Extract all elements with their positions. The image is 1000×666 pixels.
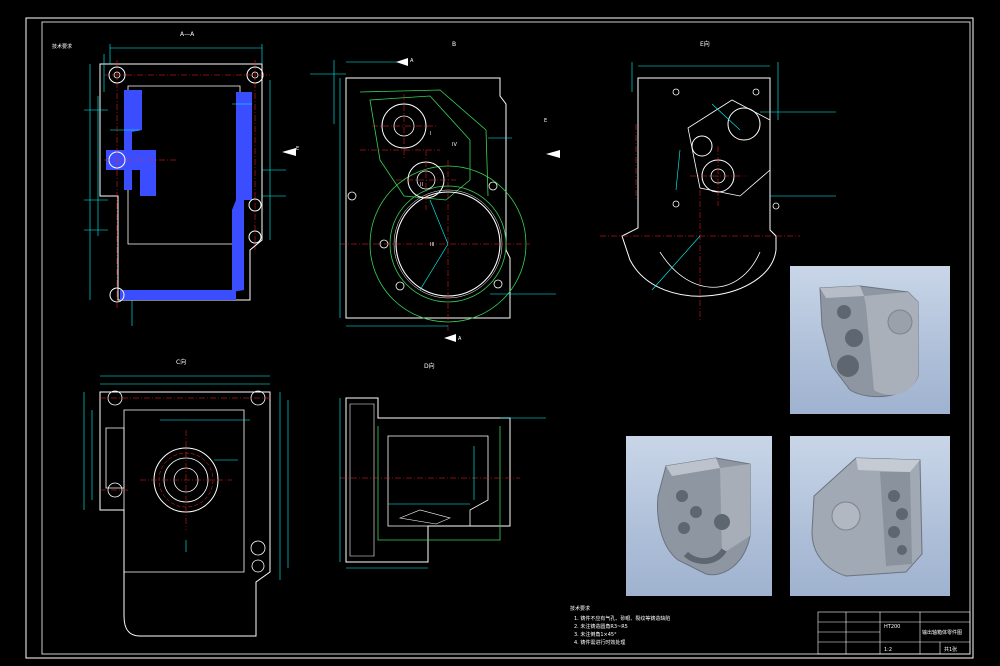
render-view-2 [626,436,772,596]
title-part-name: 输出轴箱体零件图 [922,629,962,636]
top-left-note: 技术要求 [52,43,72,50]
view-section-aa: A—A 技术要求 [52,31,299,326]
view-b-label: B [452,41,456,48]
technical-notes: 技术要求 1. 铸件不应有气孔、砂眼、裂纹等铸造缺陷 2. 未注铸造圆角R3~R… [570,605,670,646]
arrow-e-label-2: E [544,118,547,124]
outer-border [25,17,974,659]
roman-label-3: III [430,242,434,248]
view-c: C向 [83,358,289,637]
notes-line-2: 2. 未注铸造圆角R3~R5 [574,623,628,630]
view-e: E向 [600,40,836,320]
render-view-3 [790,436,950,596]
title-block [817,611,971,655]
section-aa-label: A—A [180,31,195,38]
view-d: D向 [339,362,546,569]
inner-border [41,21,971,655]
roman-label-4: IV [452,142,457,148]
roman-label-2: II [420,182,423,188]
view-d-label: D向 [424,362,435,370]
arrow-a-label-2: A [458,336,462,342]
view-e-label: E向 [700,40,710,48]
view-c-label: C向 [176,358,186,366]
notes-line-3: 3. 未注倒角1×45° [574,631,617,638]
arrow-e-label-1: E [296,146,299,152]
notes-line-1: 1. 铸件不应有气孔、砂眼、裂纹等铸造缺陷 [574,615,670,622]
notes-title: 技术要求 [570,605,590,612]
notes-line-4: 4. 铸件需进行时效处理 [574,639,625,646]
roman-label-1: I [430,131,431,137]
view-front: B [310,41,560,342]
arrow-a-label-1: A [410,58,414,64]
title-sheet: 共1张 [944,646,957,653]
title-scale: 1:2 [884,647,892,653]
title-drawing-no: HT200 [884,624,900,630]
render-view-1 [790,266,950,414]
